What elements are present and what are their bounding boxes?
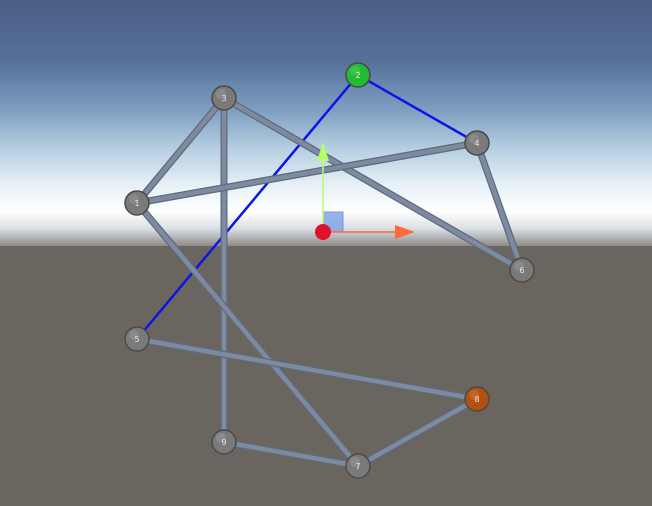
edge-5-8: [133, 335, 481, 403]
move-gizmo[interactable]: [315, 142, 415, 240]
node-label: 6: [519, 266, 524, 275]
graph-node-8[interactable]: 8: [464, 386, 490, 412]
graph-node-4[interactable]: 4: [464, 130, 490, 156]
graph-nodes: 1 2 3 4 5 6 7 8 9: [124, 62, 535, 479]
graph-node-1[interactable]: 1: [124, 190, 150, 216]
node-label: 4: [474, 139, 479, 148]
node-label: 2: [355, 71, 360, 80]
x-axis-handle[interactable]: [323, 225, 415, 239]
node-label: 8: [474, 395, 479, 404]
graph-node-2[interactable]: 2: [345, 62, 371, 88]
node-label: 5: [134, 335, 139, 344]
edge-2-4-highlighted: [356, 73, 479, 145]
edge-7-8: [354, 395, 481, 470]
node-label: 1: [134, 199, 139, 208]
graph-node-6[interactable]: 6: [509, 257, 535, 283]
graph-node-9[interactable]: 9: [211, 429, 237, 455]
edge-1-7: [133, 199, 362, 470]
node-label: 3: [221, 94, 226, 103]
graph-node-3[interactable]: 3: [211, 85, 237, 111]
node-label: 9: [221, 438, 226, 447]
edge-2-5-highlighted: [135, 73, 360, 341]
graph-node-5[interactable]: 5: [124, 326, 150, 352]
edge-1-4: [133, 139, 481, 207]
node-label: 7: [355, 462, 360, 471]
y-axis-handle[interactable]: [317, 142, 329, 232]
edge-9-7: [220, 438, 362, 470]
edge-3-6: [220, 94, 526, 274]
edge-3-1: [133, 94, 228, 207]
graph-node-7[interactable]: 7: [345, 453, 371, 479]
skybox: [0, 0, 652, 246]
graph-edges: [133, 73, 526, 470]
gizmo-center-handle[interactable]: [315, 224, 331, 240]
edge-4-6: [473, 139, 526, 274]
